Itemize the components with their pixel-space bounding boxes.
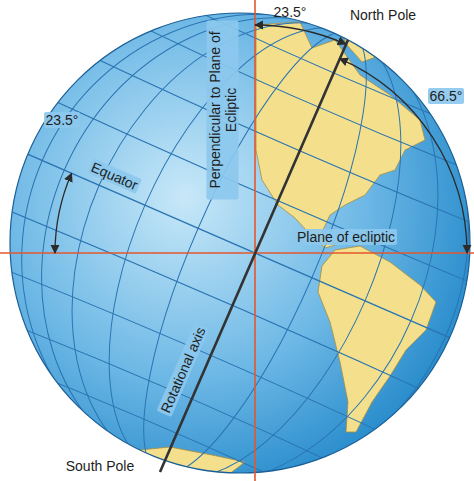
angle-label: 23.5°: [44, 112, 81, 128]
pole-label: South Pole: [64, 458, 137, 474]
south-america: [318, 246, 436, 432]
ecliptic-plane-line: [0, 252, 474, 254]
axis-label: Rotational axis: [157, 323, 210, 417]
angle-arc: [255, 25, 346, 44]
angle-arc: [55, 173, 72, 253]
line-label: Perpendicular to Plane of Ecliptic: [206, 21, 238, 200]
continents: [120, 10, 436, 481]
globe-outline: [10, 13, 470, 473]
angle-arc: [340, 59, 467, 253]
line-label: Equator: [87, 158, 142, 194]
globe-ocean: [10, 13, 470, 473]
perpendicular-line: [254, 0, 256, 481]
pole-label: North Pole: [348, 7, 418, 23]
angle-label: 23.5°: [272, 4, 309, 20]
rotational-axis: [160, 40, 348, 472]
line-label: Plane of ecliptic: [295, 229, 397, 245]
antarctica: [120, 447, 245, 481]
angle-label: 66.5°: [428, 88, 465, 104]
